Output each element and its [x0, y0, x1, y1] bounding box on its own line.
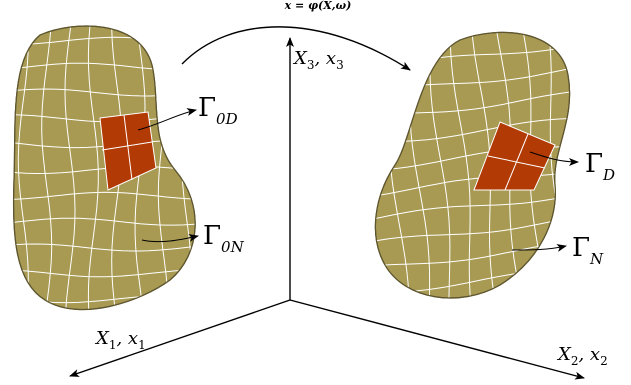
current-neumann-label: ΓN [572, 233, 604, 268]
reference-body: Γ0D Γ0N [0, 12, 245, 325]
current-dirichlet-label: ΓD [585, 149, 615, 184]
reference-dirichlet-patch-mesh [101, 114, 153, 181]
mesh-line [0, 12, 210, 19]
current-dirichlet-patch [473, 121, 556, 191]
mesh-line [64, 26, 76, 310]
mesh-line [449, 32, 473, 299]
reference-body-outline [12, 25, 196, 311]
axis-x3-label: X3, x3 [292, 48, 344, 72]
current-body-outline [374, 31, 571, 299]
reference-neumann-label: Γ0N [203, 221, 245, 256]
mesh-line [13, 243, 196, 252]
mesh-line [375, 32, 389, 299]
mapping-label: x = φ(X,ω) [284, 0, 352, 12]
mesh-line [0, 15, 5, 325]
current-neumann-leader [511, 244, 567, 252]
axis-x1 [69, 299, 291, 377]
mesh-line [181, 26, 193, 310]
reference-neumann-leader [141, 234, 199, 243]
axis-x2-label: X2, x2 [556, 344, 608, 368]
mesh-line [375, 191, 570, 223]
current-dirichlet-leader [529, 151, 579, 166]
axis-x1-label: X1, x1 [94, 328, 146, 352]
mapping-arrow-group: x = φ(X,ω) [181, 0, 411, 71]
mesh-line [13, 191, 196, 200]
mesh-line [13, 217, 196, 226]
mesh-line [87, 26, 99, 310]
mesh-line [375, 168, 570, 199]
current-dirichlet-patch-mesh [487, 133, 546, 191]
mesh-line [205, 15, 215, 325]
mapping-arrow [181, 26, 411, 71]
coordinate-axes: X3, x3 X1, x1 X2, x2 [69, 37, 608, 380]
current-body: ΓD ΓN [360, 0, 615, 299]
mesh-line [360, 0, 590, 20]
axis-x2 [289, 299, 585, 380]
reference-dirichlet-leader [137, 108, 197, 131]
mesh-line [375, 294, 570, 299]
mesh-line [13, 269, 196, 278]
reference-dirichlet-label: Γ0D [198, 93, 238, 128]
